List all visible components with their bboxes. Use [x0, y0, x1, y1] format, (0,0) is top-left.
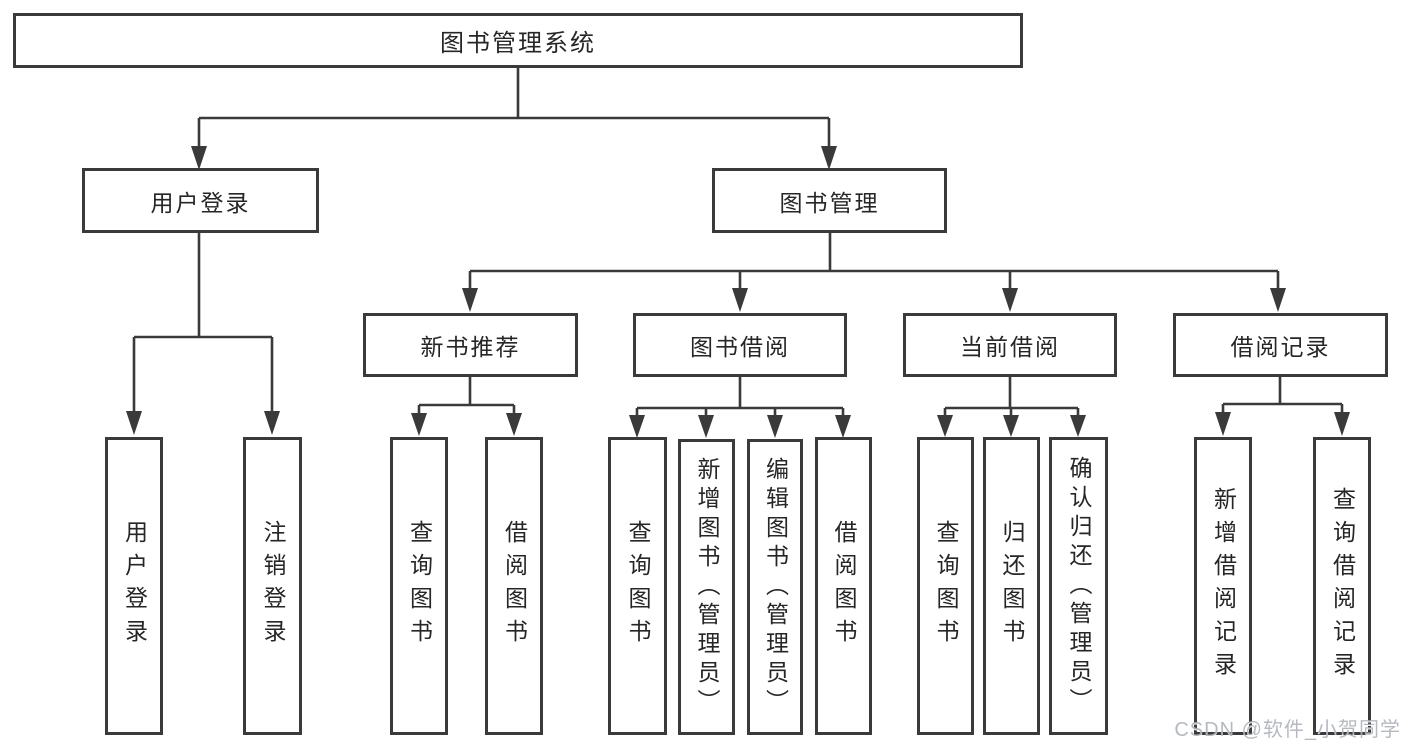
node-user-login: 用户登录: [82, 168, 319, 233]
node-borrowing-records-label: 借阅记录: [1230, 334, 1331, 360]
node-new-book-recommend: 新书推荐: [363, 313, 578, 377]
current-borrowing-to-leaves-connector: [937, 377, 1086, 437]
leaf-borrow-books-1: 借阅图书: [485, 437, 543, 735]
node-user-login-label: 用户登录: [150, 189, 251, 216]
leaf-query-books-3: 查询图书: [917, 437, 974, 735]
node-root: 图书管理系统: [13, 13, 1023, 68]
node-book-management: 图书管理: [712, 168, 947, 233]
node-book-borrowing: 图书借阅: [633, 313, 847, 377]
leaf-add-borrow-record-label: 新增借阅记录: [1210, 487, 1237, 685]
node-book-management-label: 图书管理: [779, 189, 880, 216]
leaf-user-login-label: 用户登录: [121, 520, 148, 652]
leaf-borrow-books-1-label: 借阅图书: [501, 520, 528, 652]
node-current-borrowing-label: 当前借阅: [960, 334, 1060, 360]
node-current-borrowing: 当前借阅: [903, 313, 1117, 377]
leaf-borrow-books-2-label: 借阅图书: [831, 520, 857, 652]
leaf-query-books-3-label: 查询图书: [933, 520, 959, 652]
new-book-recommend-to-leaves-connector: [411, 377, 522, 436]
node-root-label: 图书管理系统: [440, 30, 596, 57]
borrowing-records-to-leaves-connector: [1215, 377, 1350, 436]
leaf-add-borrow-record: 新增借阅记录: [1194, 437, 1252, 735]
node-borrowing-records: 借阅记录: [1173, 313, 1388, 377]
leaf-add-books-admin-label: 新增图书（管理员）: [694, 456, 720, 718]
user-login-to-leaves-connector: [126, 233, 280, 435]
leaf-query-books-2: 查询图书: [608, 437, 667, 735]
leaf-borrow-books-2: 借阅图书: [815, 437, 872, 735]
leaf-confirm-return-admin-label: 确认归还（管理员）: [1066, 455, 1092, 717]
leaf-query-books-1-label: 查询图书: [406, 520, 433, 652]
node-book-borrowing-label: 图书借阅: [690, 334, 790, 360]
leaf-add-books-admin: 新增图书（管理员）: [678, 439, 735, 735]
leaf-logout-label: 注销登录: [260, 520, 286, 652]
leaf-user-login: 用户登录: [105, 437, 163, 735]
leaf-query-books-1: 查询图书: [390, 437, 448, 735]
leaf-edit-books-admin: 编辑图书（管理员）: [747, 439, 803, 735]
leaf-query-borrow-record: 查询借阅记录: [1313, 437, 1371, 735]
watermark-text: CSDN @软件_小贺同学: [1174, 719, 1401, 741]
leaf-confirm-return-admin: 确认归还（管理员）: [1049, 437, 1108, 735]
book-management-to-level3-connector: [462, 233, 1286, 312]
book-borrowing-to-leaves-connector: [629, 377, 851, 438]
node-new-book-recommend-label: 新书推荐: [420, 334, 521, 360]
root-to-level2-connector: [191, 68, 837, 170]
leaf-logout: 注销登录: [243, 437, 302, 735]
leaf-return-books-label: 归还图书: [999, 520, 1025, 652]
leaf-edit-books-admin-label: 编辑图书（管理员）: [762, 456, 789, 718]
leaf-return-books: 归还图书: [983, 437, 1040, 735]
leaf-query-borrow-record-label: 查询借阅记录: [1329, 487, 1356, 685]
leaf-query-books-2-label: 查询图书: [625, 520, 651, 652]
